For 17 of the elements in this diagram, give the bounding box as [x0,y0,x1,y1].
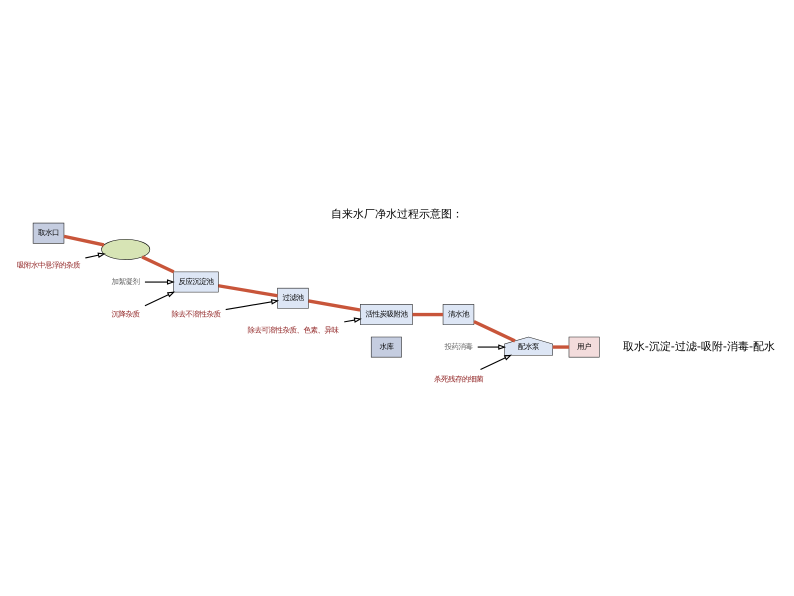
connector [141,255,174,274]
arrow [226,299,280,310]
diagram-title: 自来水厂净水过程示意图： [330,207,463,220]
arrow [144,291,176,306]
arrow [144,279,175,285]
arrow [344,317,362,323]
connector [473,320,516,342]
connector [308,299,360,312]
arrow [478,344,506,350]
connector [218,284,278,298]
arrow [85,252,106,259]
connector [64,234,104,247]
node-hill [101,239,150,260]
connector [552,345,569,349]
caption: 取水-沉淀-过滤-吸附-消毒-配水 [622,340,776,353]
connector [412,312,443,316]
arrow [480,354,512,370]
